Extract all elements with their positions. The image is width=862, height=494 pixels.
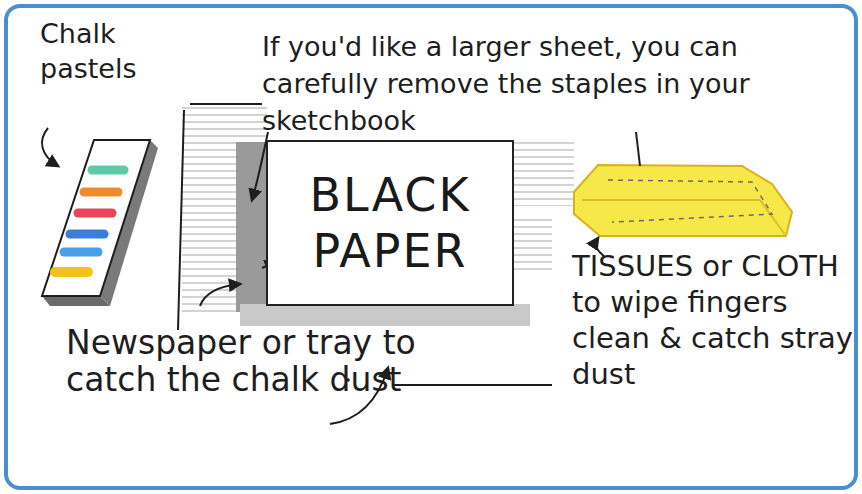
pastel-box-side (42, 296, 110, 306)
cloth (574, 165, 792, 236)
pastel-stick (92, 166, 124, 175)
newspaper-hatching (512, 214, 552, 274)
pastel-stick (84, 188, 118, 197)
material-label: Chalk pastels (40, 16, 164, 86)
pastel-stick (78, 209, 112, 218)
newspaper-edge (178, 110, 184, 330)
material-label: TISSUES or CLOTH to wipe fingers clean &… (572, 248, 854, 392)
leader-line (636, 132, 640, 166)
leader-line (392, 384, 552, 386)
paper-shadow (240, 304, 530, 326)
pastel-stick (55, 267, 88, 277)
newspaper-hatching (512, 140, 574, 206)
leader-arrow (200, 284, 240, 306)
newspaper-hatching (182, 104, 267, 314)
material-label: Newspaper or tray to catch the chalk dus… (66, 324, 418, 398)
pastel-stick (64, 248, 98, 257)
paper-sheet: BLACK PAPER (266, 140, 514, 306)
cloth-fold (582, 200, 786, 236)
newspaper-edge (190, 103, 262, 105)
pastel-box (42, 140, 150, 296)
paper-shadow (236, 142, 268, 312)
node-title: BLACK PAPER (268, 167, 512, 279)
frame-border (6, 6, 856, 488)
leader-arrow (42, 128, 58, 166)
pastel-stick (70, 230, 104, 239)
cloth-stitching (608, 180, 772, 222)
note-text: If you'd like a larger sheet, you can ca… (262, 28, 792, 139)
